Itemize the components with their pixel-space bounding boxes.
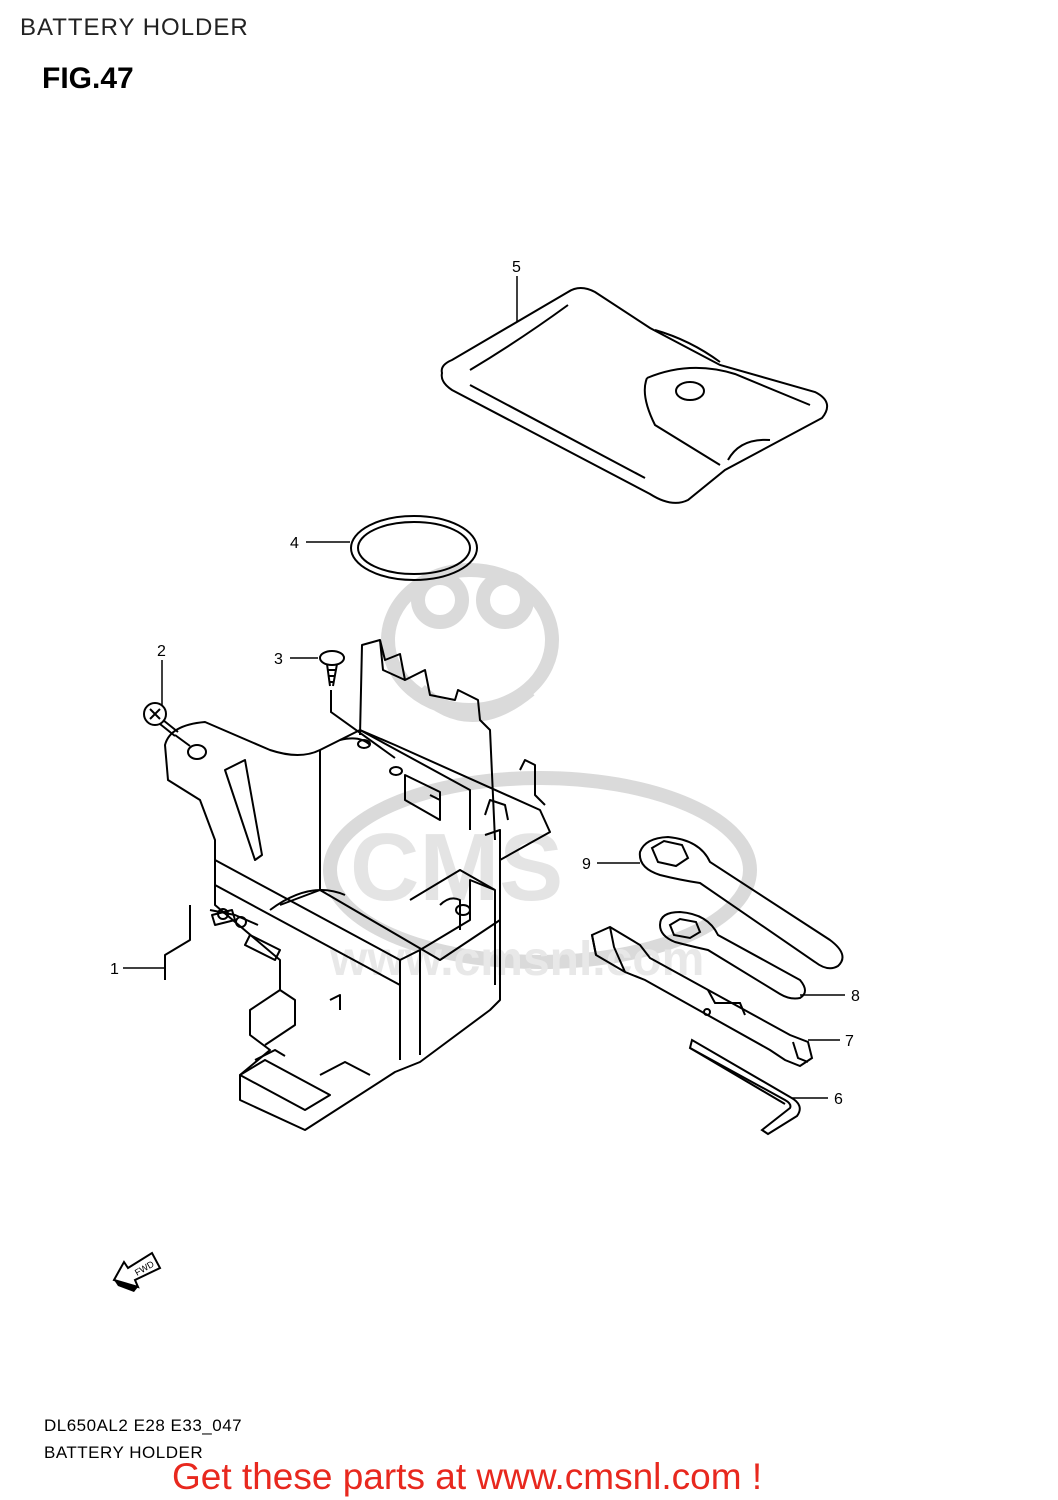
rubber-band-part <box>350 515 478 581</box>
callout-3: 3 <box>274 651 283 668</box>
battery-holder-part <box>164 639 551 1131</box>
model-code: DL650AL2 E28 E33_047 <box>44 1416 243 1435</box>
fwd-arrow-icon: FWD <box>112 1251 162 1292</box>
tapping-screw-part <box>319 650 396 759</box>
callout-4: 4 <box>290 535 299 552</box>
watermark-url-text: www.cmsnl.com <box>329 933 704 986</box>
ring-spanner-part <box>658 910 806 1000</box>
callout-2: 2 <box>157 643 166 660</box>
cms-watermark: CMS www.cmsnl.com <box>323 563 757 986</box>
callout-1: 1 <box>110 961 119 978</box>
watermark-logo-text: CMS <box>350 814 563 921</box>
callout-8: 8 <box>851 988 860 1005</box>
figure-label: FIG.47 <box>42 62 134 95</box>
leader-lines <box>123 276 845 1099</box>
page-title: BATTERY HOLDER <box>20 14 249 41</box>
ring-spanner-large-part <box>638 835 844 970</box>
box-wrench-part <box>590 925 814 1068</box>
callout-6: 6 <box>834 1091 843 1108</box>
footer-title: BATTERY HOLDER <box>44 1443 204 1462</box>
promo-link[interactable]: Get these parts at www.cmsnl.com ! <box>172 1456 763 1497</box>
hex-wrench-part <box>688 1038 801 1136</box>
callout-7: 7 <box>845 1033 854 1050</box>
tool-bag-part <box>440 287 829 504</box>
callout-5: 5 <box>512 259 521 276</box>
callout-9: 9 <box>582 856 591 873</box>
